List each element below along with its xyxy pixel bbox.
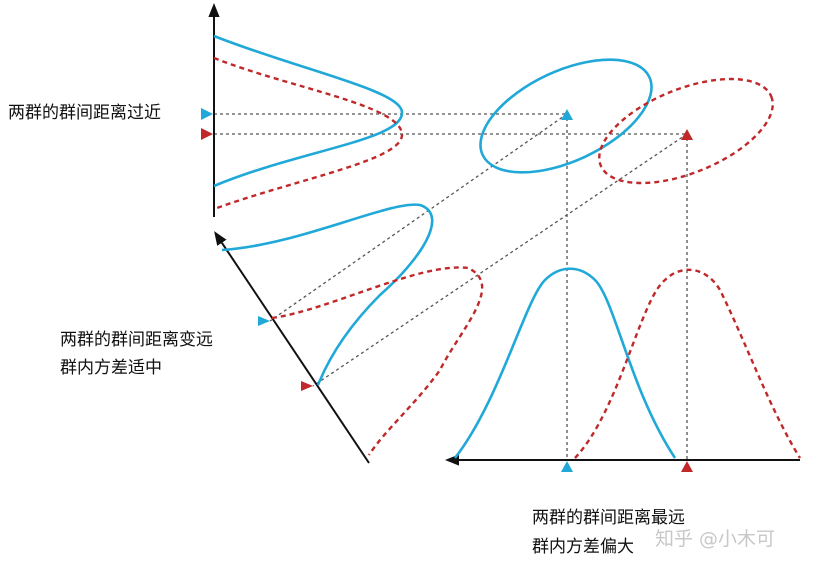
diagonal-axis xyxy=(214,231,370,464)
top-label: 两群的群间距离过近 xyxy=(8,103,161,123)
bottom-label-line1: 两群的群间距离最远 xyxy=(532,508,685,528)
guide-red-diagonal xyxy=(312,133,688,387)
blue-mean-marker-top-axis xyxy=(201,108,213,120)
middle-red-distribution-curve xyxy=(271,266,484,456)
red-mean-marker-diagonal-axis xyxy=(301,381,313,391)
axes xyxy=(208,3,800,466)
watermark: 知乎 @小木可 xyxy=(655,528,776,550)
markers xyxy=(201,108,693,472)
blue-class-ellipse xyxy=(479,58,653,174)
bottom-label-line2: 群内方差偏大 xyxy=(532,537,634,557)
bottom-blue-distribution-curve xyxy=(453,267,677,459)
blue-mean-marker-diagonal-axis xyxy=(258,316,270,326)
red-mean-marker-bottom-axis xyxy=(681,461,693,472)
top-red-distribution-curve xyxy=(213,56,404,211)
middle-label-line1: 两群的群间距离变远 xyxy=(60,330,213,350)
blue-mean-marker-ellipse xyxy=(561,109,573,120)
guide-lines xyxy=(214,113,688,460)
red-mean-marker-ellipse xyxy=(681,129,693,140)
middle-blue-distribution-curve xyxy=(221,203,434,386)
red-class-ellipse xyxy=(598,77,774,185)
top-blue-distribution-curve xyxy=(213,34,404,188)
blue-mean-marker-bottom-axis xyxy=(561,461,573,472)
middle-label-line2: 群内方差适中 xyxy=(60,358,162,378)
red-mean-marker-top-axis xyxy=(201,128,213,140)
guide-blue-diagonal xyxy=(269,113,568,322)
bottom-red-distribution-curve xyxy=(574,268,802,459)
